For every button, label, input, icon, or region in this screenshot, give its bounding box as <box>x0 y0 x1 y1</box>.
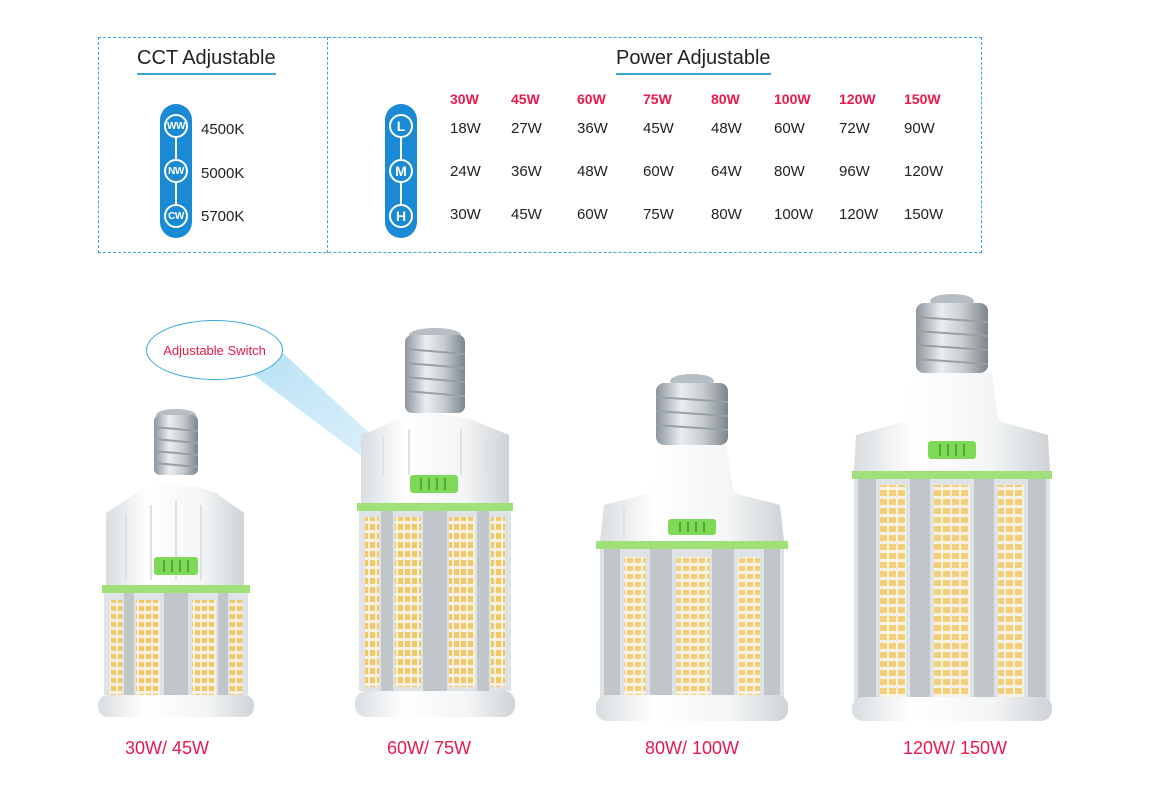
power-cell: 72W <box>839 120 870 137</box>
power-header: 75W <box>643 91 672 107</box>
power-cell: 60W <box>577 206 608 223</box>
power-cell: 80W <box>774 163 805 180</box>
callout-label: Adjustable Switch <box>163 342 266 358</box>
product-caption: 80W/ 100W <box>645 738 740 758</box>
power-node-l: L <box>389 114 413 138</box>
power-cell: 45W <box>511 206 542 223</box>
power-cell: 96W <box>839 163 870 180</box>
cct-value-nw: 5000K <box>201 165 245 182</box>
power-cell: 80W <box>711 206 742 223</box>
product-caption: 120W/ 150W <box>903 738 1008 758</box>
power-cell: 36W <box>577 120 608 137</box>
power-cell: 64W <box>711 163 742 180</box>
cct-title: CCT Adjustable <box>137 47 276 75</box>
power-title: Power Adjustable <box>616 47 771 75</box>
power-cell: 150W <box>904 206 944 223</box>
power-header: 60W <box>577 91 606 107</box>
power-header: 45W <box>511 91 540 107</box>
power-cell: 27W <box>511 120 542 137</box>
corn-bulb-image <box>96 405 256 720</box>
panel-divider <box>327 37 328 253</box>
power-cell: 18W <box>450 120 481 137</box>
adjustable-switch-callout: Adjustable Switch <box>146 320 283 380</box>
power-header: 100W <box>774 91 811 107</box>
power-cell: 48W <box>711 120 742 137</box>
cct-selector-icon: WW NW CW <box>160 104 192 238</box>
product-caption: 30W/ 45W <box>125 738 210 758</box>
power-cell: 120W <box>904 163 944 180</box>
corn-bulb-image <box>355 325 515 720</box>
power-node-m: M <box>389 159 413 183</box>
corn-bulb-image <box>594 373 790 723</box>
power-cell: 100W <box>774 206 814 223</box>
power-cell: 60W <box>643 163 674 180</box>
product-caption: 60W/ 75W <box>387 738 472 758</box>
power-header: 150W <box>904 91 941 107</box>
power-header: 120W <box>839 91 876 107</box>
power-cell: 120W <box>839 206 879 223</box>
corn-bulb-image <box>852 291 1052 723</box>
power-header: 80W <box>711 91 740 107</box>
power-cell: 90W <box>904 120 935 137</box>
power-cell: 60W <box>774 120 805 137</box>
power-selector-icon: L M H <box>385 104 417 238</box>
cct-value-ww: 4500K <box>201 121 245 138</box>
power-cell: 24W <box>450 163 481 180</box>
cct-node-nw: NW <box>164 159 188 183</box>
cct-node-cw: CW <box>164 204 188 228</box>
spec-panel <box>98 37 982 253</box>
power-cell: 75W <box>643 206 674 223</box>
power-cell: 30W <box>450 206 481 223</box>
cct-node-ww: WW <box>164 114 188 138</box>
power-node-h: H <box>389 204 413 228</box>
cct-value-cw: 5700K <box>201 208 245 225</box>
power-cell: 45W <box>643 120 674 137</box>
power-header: 30W <box>450 91 479 107</box>
power-cell: 48W <box>577 163 608 180</box>
power-cell: 36W <box>511 163 542 180</box>
